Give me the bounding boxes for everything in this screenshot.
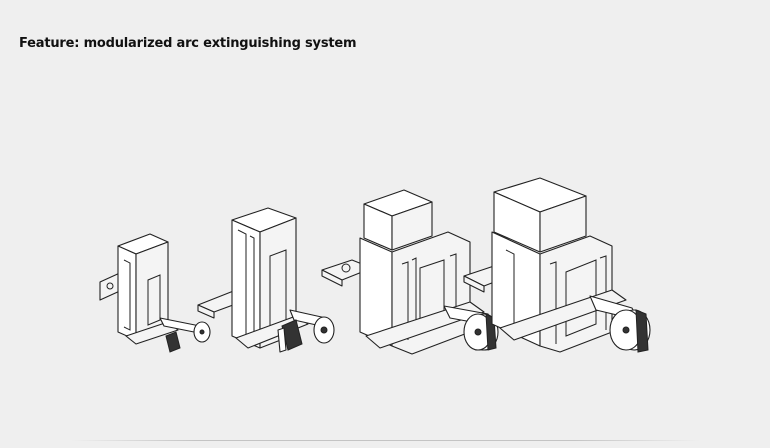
arc-chamber-module-medium [197, 207, 335, 353]
arc-extinguishing-modules-illustration [99, 177, 651, 355]
page-title: Feature: modularized arc extinguishing s… [19, 36, 357, 51]
bottom-divider [70, 440, 700, 441]
arc-chamber-module-large [321, 189, 499, 355]
arc-chamber-module-small [99, 233, 211, 353]
arc-chamber-module-extra-large [463, 177, 651, 353]
